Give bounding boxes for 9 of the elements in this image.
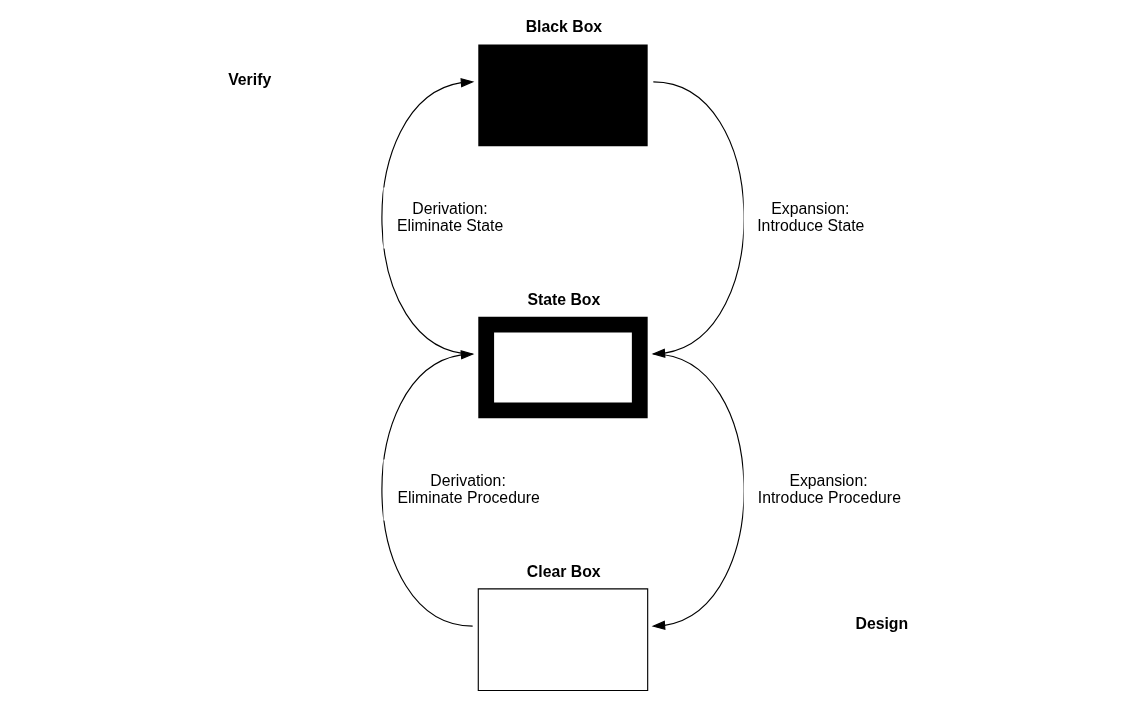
edge-label: Derivation: Eliminate State — [396, 199, 504, 234]
edge-label: Expansion: Introduce State — [757, 199, 865, 234]
edge-label: Derivation: Eliminate Procedure — [397, 471, 540, 506]
edge-label: Expansion: Introduce Procedure — [757, 471, 901, 506]
label: Design — [855, 614, 909, 632]
node-label: Clear Box — [526, 562, 601, 580]
node-label: Black Box — [525, 17, 603, 35]
node-label: State Box — [527, 290, 601, 308]
label: Verify — [228, 70, 272, 88]
